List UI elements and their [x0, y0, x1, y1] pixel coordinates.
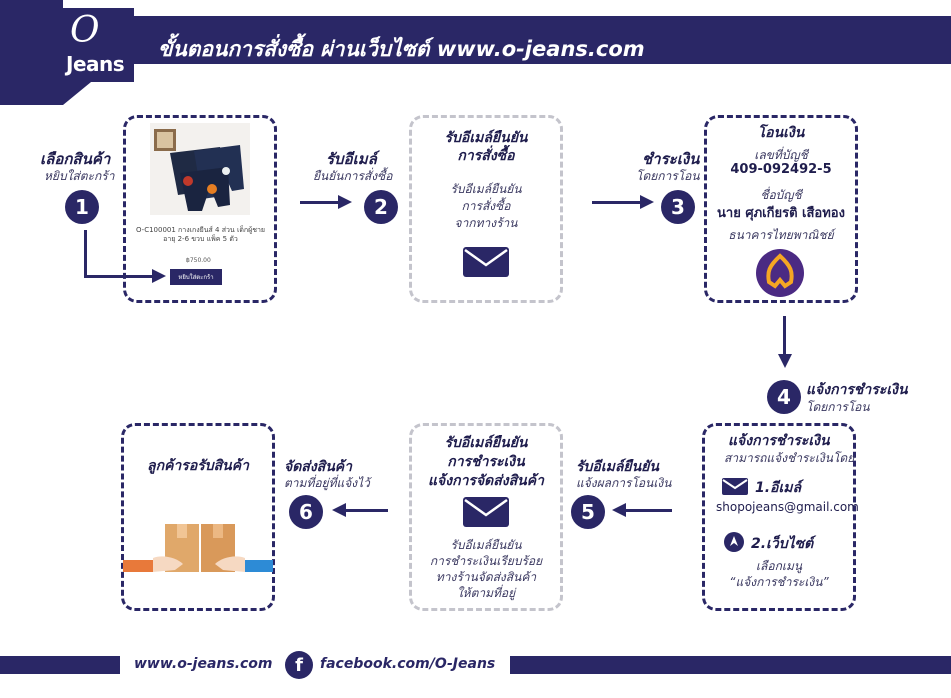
cursor-icon — [724, 532, 744, 552]
step4-title: แจ้งการชำระเงิน — [806, 382, 908, 398]
facebook-icon[interactable]: f — [285, 651, 313, 679]
product-price: ฿750.00 — [186, 257, 211, 264]
envelope-icon — [463, 247, 509, 277]
step4-box — [702, 423, 856, 611]
step4-box-subtitle: สามารถแจ้งชำระเงินโดย — [724, 451, 855, 465]
step1-arrow-vertical — [84, 230, 87, 276]
arrow-4-5-head — [612, 503, 626, 517]
step3-title: ชำระเงิน — [642, 150, 700, 168]
envelope-icon — [463, 497, 509, 527]
step2-subtitle: ยืนยันการสั่งซื้อ — [313, 169, 393, 183]
step2-box-text-1: รับอีเมล์ยืนยัน — [450, 182, 522, 196]
step5-box-title-2: การชำระเงิน — [447, 454, 525, 470]
step6-subtitle: ตามที่อยู่ที่แจ้งไว้ — [284, 476, 370, 490]
product-description: O-C100001 กางเกงยีนส์ 4 ส่วน เด็กผู้ชาย … — [135, 226, 266, 243]
footer-facebook-link[interactable]: facebook.com/O-Jeans — [320, 656, 496, 672]
step2-box-text-2: การสั่งซื้อ — [461, 199, 511, 213]
step5-box-text-1: รับอีเมล์ยืนยัน — [450, 538, 522, 552]
footer-website-link[interactable]: www.o-jeans.com — [134, 656, 273, 672]
scb-logo-icon — [755, 248, 805, 298]
step2-box-title-1: รับอีเมล์ยืนยัน — [444, 130, 528, 146]
bank-name: ธนาคารไทยพาณิชย์ — [728, 228, 834, 242]
logo-jeans: Jeans — [66, 52, 125, 76]
step2-box-text-3: จากทางร้าน — [454, 216, 518, 230]
step1-title: เลือกสินค้า — [40, 150, 111, 168]
step3-number: 3 — [661, 190, 695, 224]
arrow-4-5 — [624, 509, 672, 512]
package-handover-icon — [123, 520, 273, 584]
step5-title: รับอีเมล์ยืนยัน — [576, 459, 659, 475]
email-icon — [722, 478, 748, 495]
account-name-label: ชื่อบัญชี — [760, 188, 802, 202]
arrow-3-4 — [783, 316, 786, 356]
step6-number: 6 — [289, 495, 323, 529]
step4-box-title: แจ้งการชำระเงิน — [728, 433, 830, 449]
logo[interactable] — [56, 8, 134, 82]
notify-email-address[interactable]: shopojeans@gmail.com — [716, 500, 859, 514]
step1-arrow-head — [152, 269, 166, 283]
footer-left-band — [0, 656, 120, 674]
arrow-5-6-head — [332, 503, 346, 517]
account-name: นาย ศุภเกียรติ เสือทอง — [717, 206, 845, 221]
step1-number: 1 — [65, 190, 99, 224]
step6-title: จัดส่งสินค้า — [284, 459, 353, 475]
step6-box-title: ลูกค้ารอรับสินค้า — [147, 458, 249, 474]
step5-box-text-2: การชำระเงินเรียบร้อย — [429, 554, 543, 568]
step5-subtitle: แจ้งผลการโอนเงิน — [576, 476, 672, 490]
notify-website-text-1: เลือกเมนู — [755, 559, 803, 573]
arrow-2-3 — [592, 201, 642, 204]
step6-box — [121, 423, 275, 611]
step4-number: 4 — [767, 380, 801, 414]
notify-email-title: 1.อีเมล์ — [755, 480, 802, 496]
notify-website-text-2: “แจ้งการชำระเงิน” — [729, 575, 829, 589]
product-image[interactable] — [150, 123, 250, 215]
footer-right-band — [510, 656, 951, 674]
arrow-3-4-head — [778, 354, 792, 368]
step5-box-text-3: ทางร้านจัดส่งสินค้า — [435, 570, 537, 584]
page-title: ขั้นตอนการสั่งซื้อ ผ่านเว็บไซต์ www.o-je… — [158, 37, 645, 61]
step5-box-text-4: ให้ตามที่อยู่ — [456, 586, 516, 600]
step3-box-title: โอนเงิน — [757, 125, 805, 141]
step2-number: 2 — [364, 190, 398, 224]
notify-website-title: 2.เว็บไซต์ — [751, 536, 814, 552]
step5-box-title-1: รับอีเมล์ยืนยัน — [444, 435, 528, 451]
step2-box-title-2: การสั่งซื้อ — [457, 148, 515, 164]
step4-subtitle: โดยการโอน — [806, 400, 870, 414]
step5-box-title-3: แจ้งการจัดส่งสินค้า — [428, 473, 544, 489]
step2-title: รับอีเมล์ — [326, 150, 377, 168]
step1-arrow-horizontal — [84, 275, 154, 278]
account-number-label: เลขที่บัญชี — [754, 148, 808, 162]
arrow-1-2-head — [338, 195, 352, 209]
step3-subtitle: โดยการโอน — [636, 169, 700, 183]
logo-o: O — [70, 10, 100, 51]
step5-number: 5 — [571, 495, 605, 529]
step1-subtitle: หยิบใส่ตะกร้า — [44, 169, 115, 183]
arrow-2-3-head — [640, 195, 654, 209]
add-to-cart-button[interactable]: หยิบใส่ตะกร้า — [170, 269, 222, 285]
arrow-1-2 — [300, 201, 340, 204]
header-band — [0, 16, 951, 64]
arrow-5-6 — [344, 509, 388, 512]
account-number: 409-092492-5 — [730, 162, 832, 177]
